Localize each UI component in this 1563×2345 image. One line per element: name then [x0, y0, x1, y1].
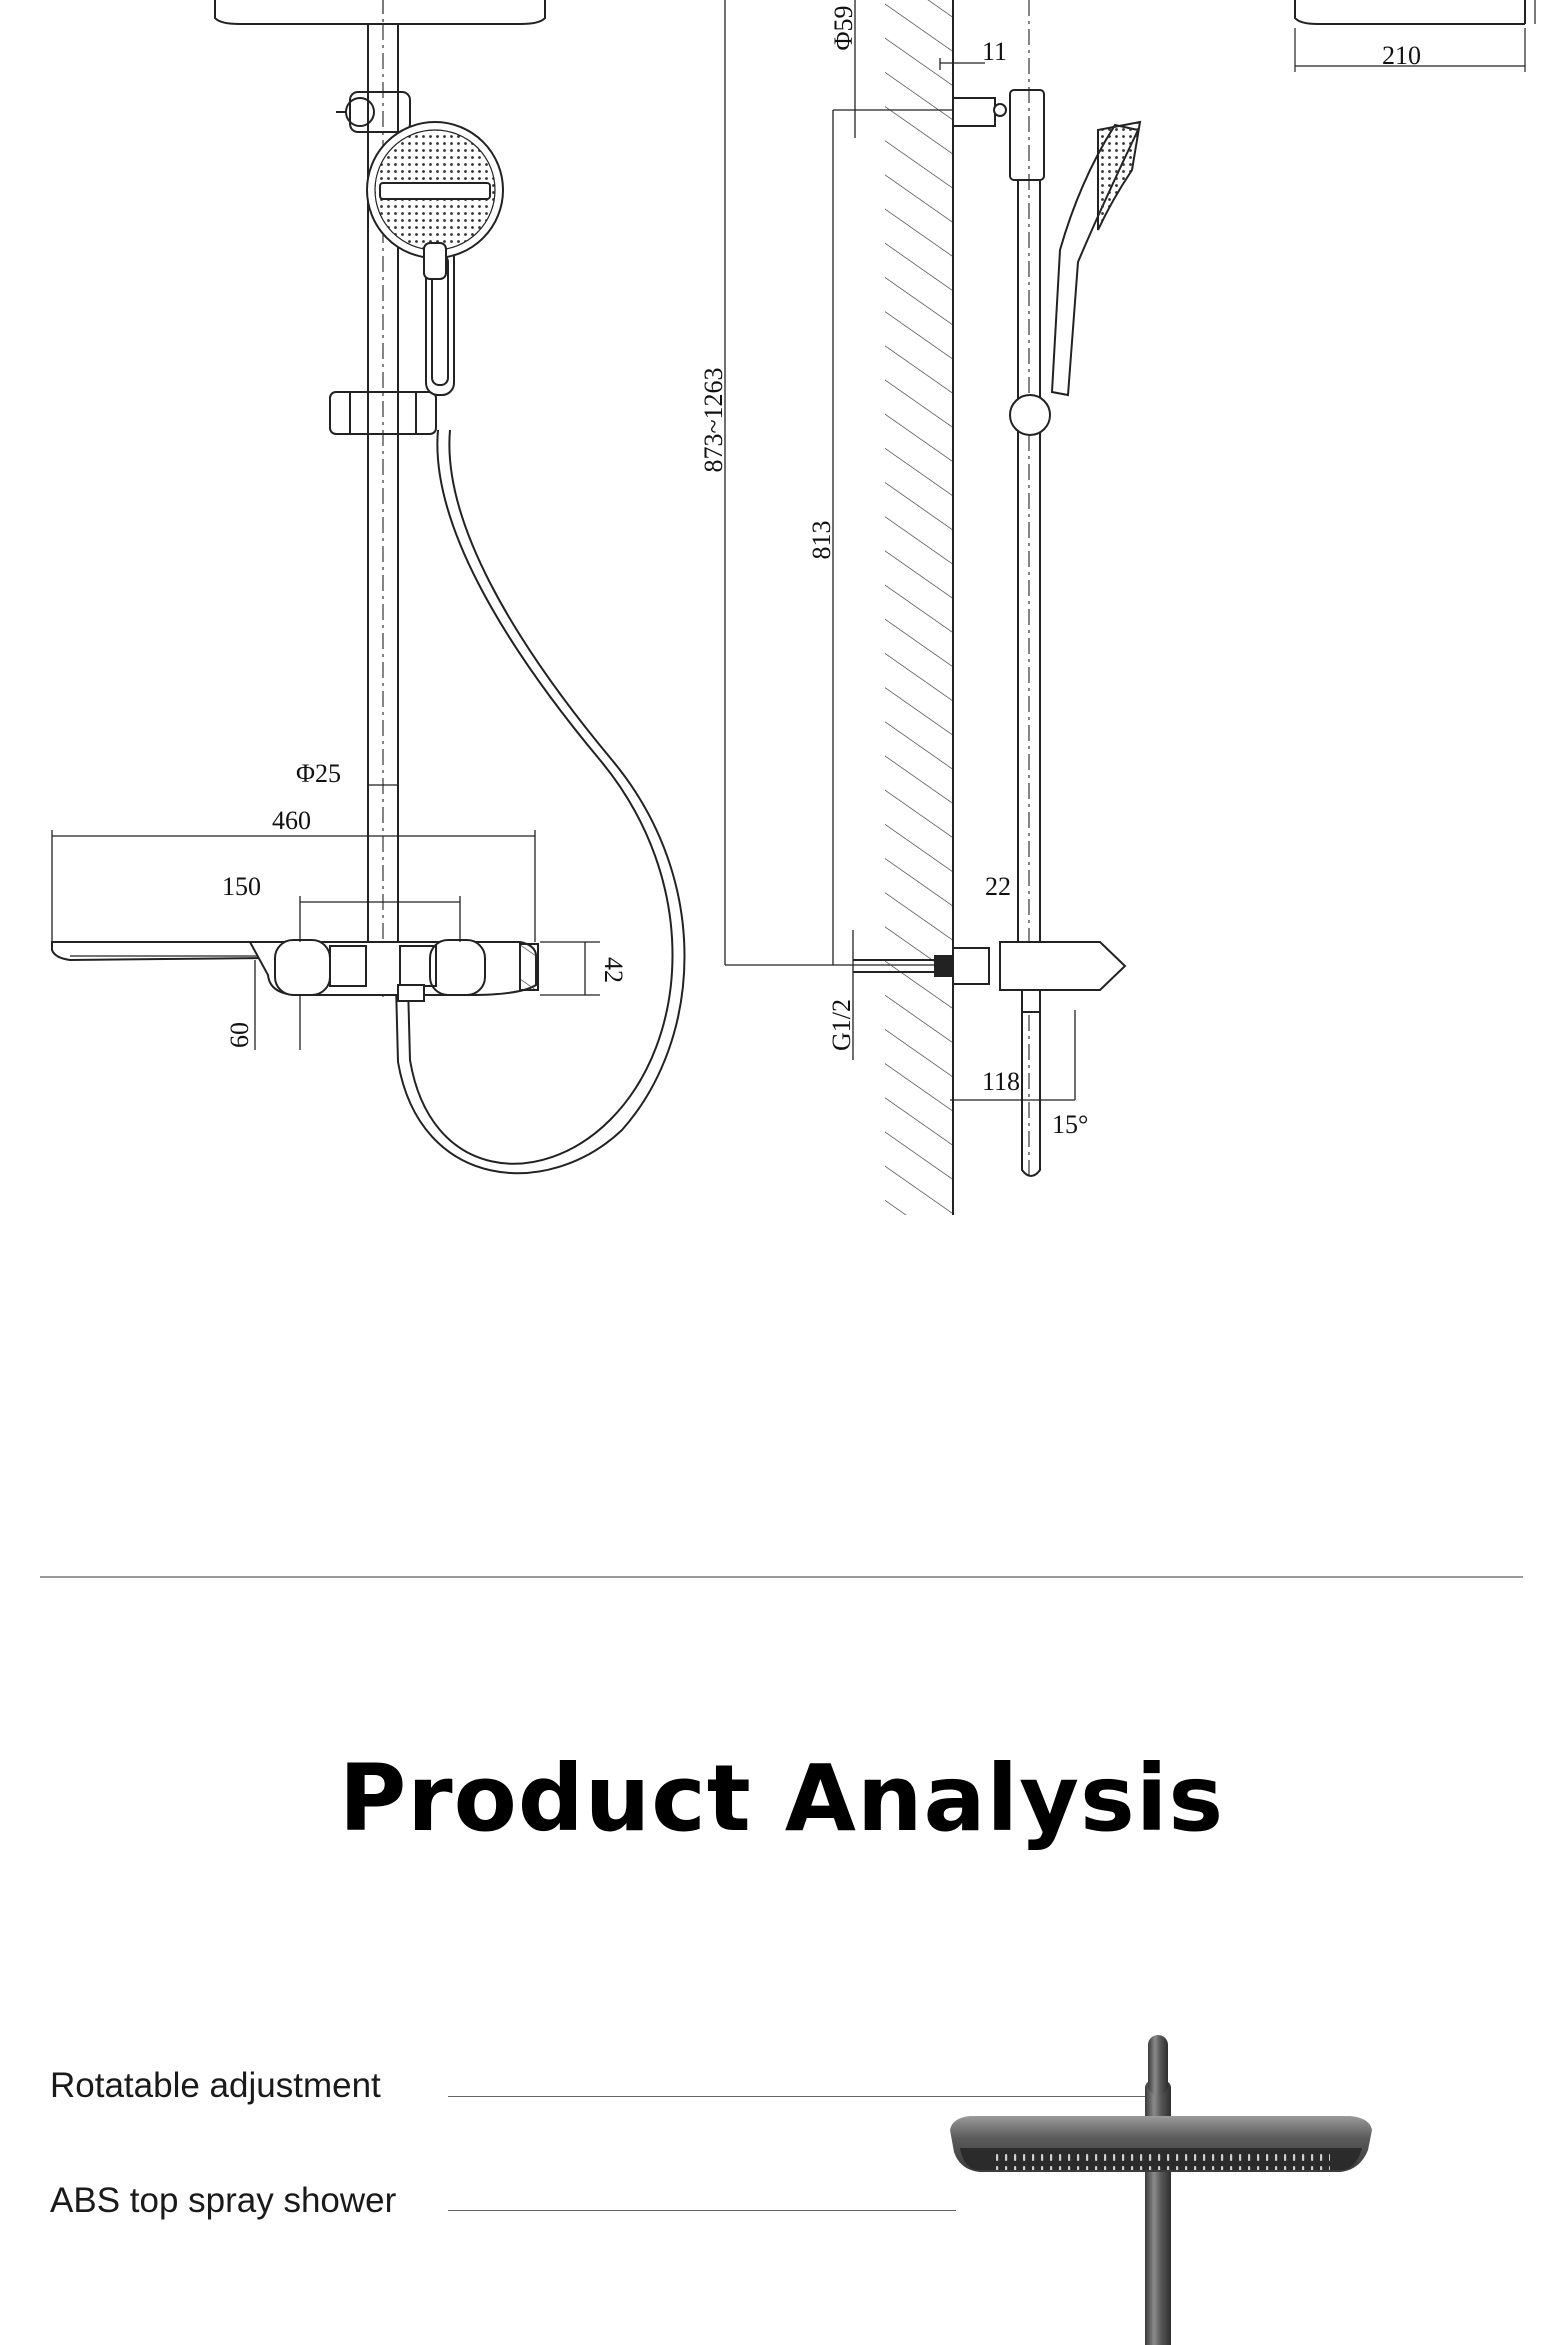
dim-thread-g12: G1/2	[827, 999, 856, 1051]
dim-angle-15: 15°	[1052, 1110, 1088, 1139]
front-top-shower-head	[214, 0, 546, 25]
side-hand-shower	[1050, 120, 1142, 397]
top-view-shower-head	[1294, 0, 1536, 72]
callout-rotatable-adjustment: Rotatable adjustment	[50, 2066, 381, 2105]
product-shower-head-image	[950, 2035, 1372, 2345]
dim-depth-11: 11	[982, 37, 1007, 66]
callout-line-abs	[448, 2210, 956, 2211]
front-hose	[395, 429, 686, 1175]
callout-line-rotatable	[448, 2096, 1148, 2097]
front-hand-shower	[366, 121, 504, 396]
dim-width-150: 150	[222, 872, 261, 901]
front-dimension-lines	[51, 784, 600, 1050]
dim-height-42: 42	[599, 957, 628, 983]
dim-depth-22: 22	[985, 872, 1011, 901]
section-divider	[40, 1576, 1523, 1578]
dim-width-210: 210	[1382, 41, 1421, 70]
side-wall	[885, 0, 954, 1215]
dim-height-813: 813	[807, 521, 836, 560]
dim-diameter-25: Φ25	[296, 759, 341, 788]
section-title: Product Analysis	[338, 1745, 1225, 1852]
dim-height-873-1263: 873~1263	[699, 367, 728, 472]
side-dimension-lines	[724, 0, 1076, 1101]
dim-diameter-59: Φ59	[829, 5, 858, 50]
dim-height-60: 60	[225, 1022, 254, 1048]
dim-width-460: 460	[272, 806, 311, 835]
front-shelf-mixer	[51, 939, 539, 1002]
side-riser-pipe	[853, 0, 1127, 1180]
dim-depth-118: 118	[982, 1067, 1020, 1096]
technical-drawing: Φ25 460 150 42 60 873~1263 813 Φ59 11 G1…	[51, 0, 1536, 1215]
callout-abs-top-spray-shower: ABS top spray shower	[50, 2181, 397, 2220]
